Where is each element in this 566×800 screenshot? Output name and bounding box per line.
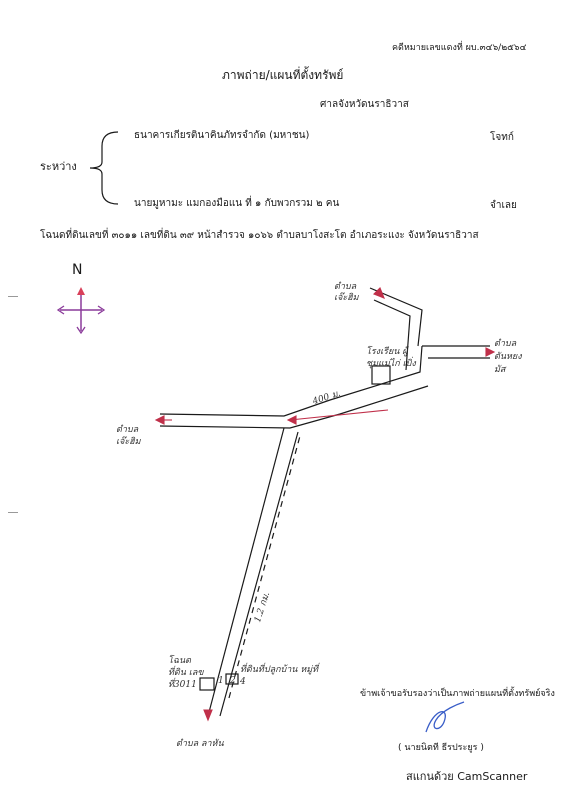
certification-statement: ข้าพเจ้าขอรับรองว่าเป็นภาพถ่ายแผนที่ตั้ง… <box>360 689 555 699</box>
edge-mark-top <box>8 290 18 297</box>
marker-2: 2 <box>230 676 236 686</box>
compass-rose <box>56 287 106 335</box>
label-bottom-subdistrict: ตำบล ลาหัน <box>176 739 224 749</box>
case-number: คดีหมายเลขแดงที่ ผบ.๓๔๖/๒๕๖๔ <box>392 43 527 53</box>
arrow-east-head-icon <box>485 347 496 357</box>
road-map <box>154 287 496 722</box>
scanner-watermark: สแกนด้วย CamScanner <box>406 770 528 783</box>
north-road-b <box>373 299 411 371</box>
compass-north-arrow-icon <box>77 287 85 295</box>
west-road-bottom <box>159 385 429 429</box>
arrow-north-head-icon <box>373 287 385 299</box>
signer-name: ( นายนิตที ธีรประยูร ) <box>398 743 484 753</box>
property-label: ที่ดินที่ปลูกบ้าน หมู่ที่ 4 <box>240 665 319 687</box>
deed-box <box>199 677 215 691</box>
label-right-subdistrict: ตำบล ตันหยงมัส <box>494 339 522 375</box>
school-label: โรงเรียน ผู้ชุมแม่ไก่ เบิ่ง <box>366 347 416 369</box>
arrow-west-head-icon <box>154 415 165 425</box>
label-top-subdistrict: ตำบล เจ๊ะฮิม <box>334 282 359 303</box>
main-road-right-edge <box>219 431 299 717</box>
north-road-a <box>369 287 423 347</box>
school-box <box>371 365 391 385</box>
arrow-south-head-icon <box>203 709 213 722</box>
document-title: ภาพถ่าย/แผนที่ตั้งทรัพย์ <box>222 68 344 82</box>
compass-letter: N <box>72 262 83 278</box>
main-road-left-edge <box>207 427 285 717</box>
distance-400-arrow <box>289 409 389 421</box>
deed-box-label: โฉนดที่ดิน เลขที่3011 <box>168 656 204 690</box>
parties-brace <box>89 131 119 205</box>
deed-description: โฉนดที่ดินเลขที่ ๓๐๑๑ เลขที่ดิน ๓๙ หน้าส… <box>40 230 479 241</box>
plaintiff-name: ธนาคารเกียรตินาคินภัทรจำกัด (มหาชน) <box>134 130 310 141</box>
defendant-name: นายมูหามะ แมกองมือแน ที่ ๑ กับพวกรวม ๒ ค… <box>134 198 340 209</box>
label-left-subdistrict: ตำบล เจ๊ะฮิม <box>116 425 141 447</box>
court-name: ศาลจังหวัดนราธิวาส <box>320 99 409 110</box>
plaintiff-role: โจทก์ <box>490 132 514 143</box>
arrow-400-head-icon <box>286 415 297 425</box>
west-road-top <box>159 345 423 417</box>
edge-mark-bottom <box>8 506 18 513</box>
between-label: ระหว่าง <box>40 160 77 173</box>
signature <box>425 701 465 733</box>
route-dashed <box>228 435 301 699</box>
property-box <box>225 673 239 685</box>
marker-1: 1 <box>218 676 224 686</box>
defendant-role: จำเลย <box>490 200 517 211</box>
